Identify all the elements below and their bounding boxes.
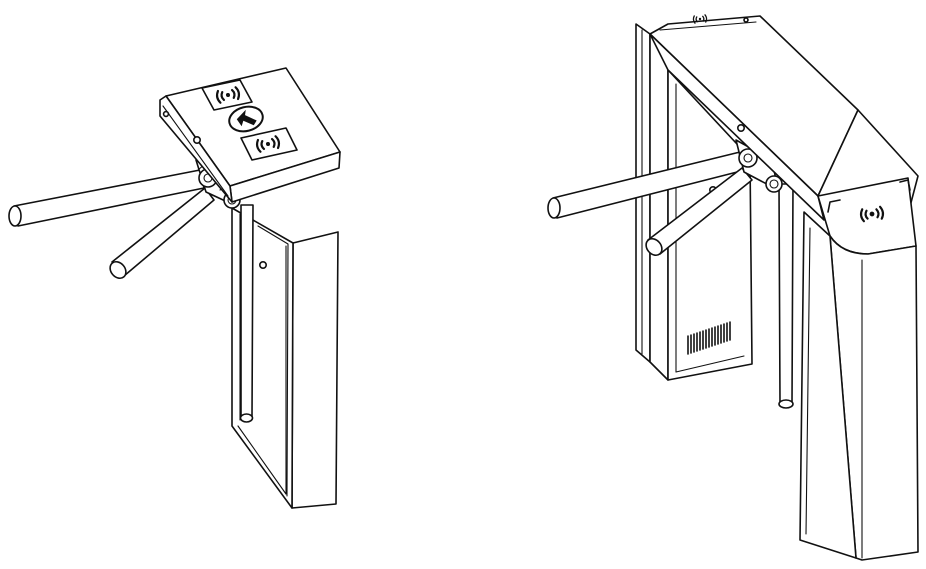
compact-tripod-turnstile [8, 67, 341, 509]
inner-cabinet [667, 69, 753, 381]
rear-column [635, 23, 669, 381]
contactless-card-icon [215, 86, 241, 104]
card-reader-panel-top [201, 79, 253, 111]
tripod-arm-left [8, 169, 205, 227]
tripod-arm-vertical [778, 183, 794, 409]
vent-grille [687, 321, 731, 355]
contactless-card-icon [692, 14, 708, 24]
card-reader-panel-bottom [240, 127, 298, 161]
tripod-arm-lower [109, 187, 215, 280]
tall-tripod-turnstile [547, 14, 919, 561]
rotor-hub [735, 139, 783, 193]
entry-arrow-icon [228, 105, 264, 133]
contactless-card-icon [859, 205, 885, 223]
contactless-card-icon [255, 135, 281, 153]
front-column [799, 109, 919, 561]
top-housing [159, 67, 341, 203]
tripod-arm-vertical [239, 204, 254, 423]
tripod-arm-lower [645, 167, 753, 257]
top-beam [649, 14, 859, 221]
